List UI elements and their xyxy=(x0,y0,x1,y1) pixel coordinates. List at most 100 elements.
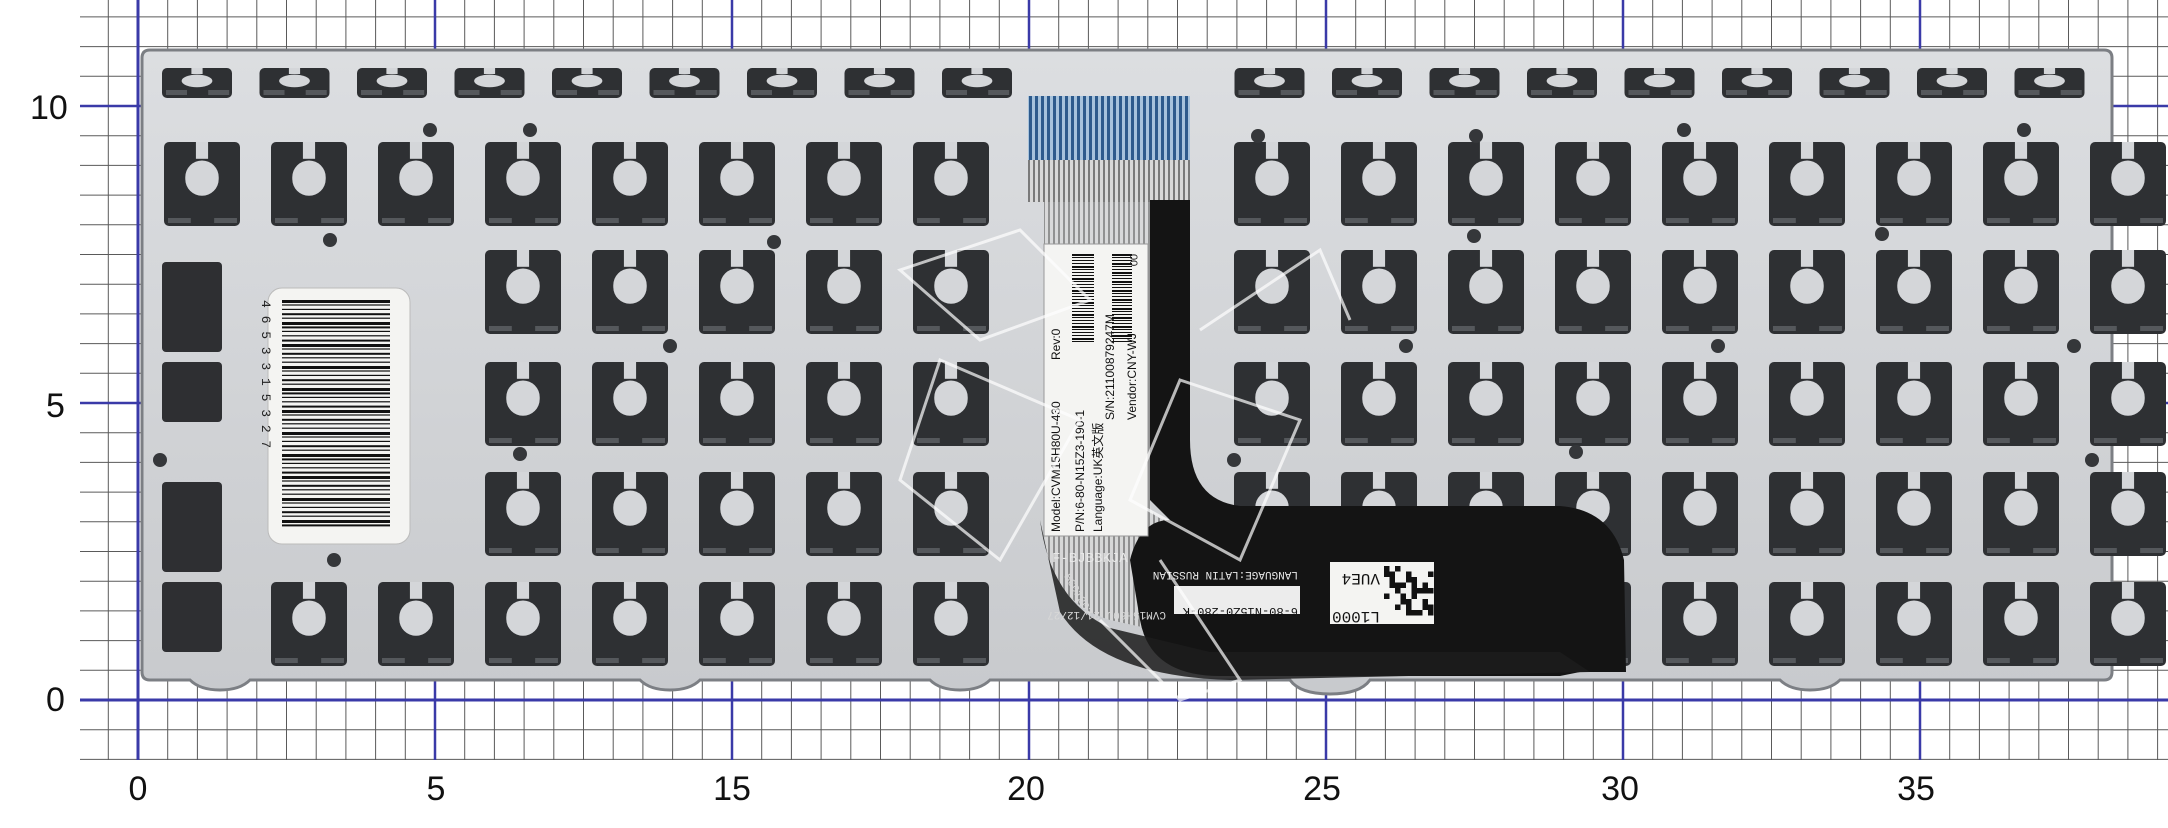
screw-hole xyxy=(1569,445,1583,459)
key-cutout xyxy=(1983,472,2059,556)
key-cutout xyxy=(913,582,989,666)
key-cutout xyxy=(1341,142,1417,226)
vendor-code: VUE4 xyxy=(1342,569,1380,587)
key-cutout xyxy=(1983,362,2059,446)
key-cutout xyxy=(2090,142,2166,226)
left-edge-cutouts xyxy=(162,262,222,652)
key-cutout xyxy=(806,250,882,334)
ribbon-lower-sticker: 6-80-N15Z0-280-K VUE4 L1000 xyxy=(1174,562,1434,625)
label-text-line: Language:UK英文版 xyxy=(1090,423,1105,532)
key-cutout xyxy=(485,582,561,666)
key-cutout xyxy=(806,472,882,556)
x-tick-label: 35 xyxy=(1897,770,1935,808)
key-cutout xyxy=(1555,142,1631,226)
key-cutout xyxy=(1234,142,1310,226)
key-cutout xyxy=(592,472,668,556)
screw-hole xyxy=(523,123,537,137)
key-cutout xyxy=(164,142,240,226)
key-cutout xyxy=(1769,142,1845,226)
key-cutout xyxy=(2090,472,2166,556)
screw-hole xyxy=(1469,129,1483,143)
barcode xyxy=(282,300,390,527)
key-cutout xyxy=(1722,68,1792,98)
key-cutout xyxy=(1332,68,1402,98)
y-tick-label: 0 xyxy=(46,681,65,719)
label-text-line: Vendor:CNY-WJ xyxy=(1125,333,1139,420)
key-cutout xyxy=(1234,362,1310,446)
key-cutout xyxy=(454,68,525,98)
key-cutout xyxy=(1917,68,1987,98)
key-cutout xyxy=(699,362,775,446)
key-cutout xyxy=(1662,362,1738,446)
key-cutout xyxy=(1769,362,1845,446)
key-cutout xyxy=(1555,250,1631,334)
key-cutout xyxy=(259,68,330,98)
key-cutout xyxy=(1983,142,2059,226)
lot-code: L1000 xyxy=(1332,607,1380,625)
screw-hole xyxy=(153,453,167,467)
key-cutout xyxy=(1341,362,1417,446)
key-cutout xyxy=(1662,472,1738,556)
key-cutout xyxy=(1769,250,1845,334)
screw-hole xyxy=(2067,339,2081,353)
key-cutout xyxy=(1876,250,1952,334)
flex-ribbon-cable xyxy=(1028,96,1626,680)
cable-part-number: 6-80-N15Z0-280-K xyxy=(1182,604,1298,618)
key-cutout xyxy=(699,142,775,226)
watermark-logo xyxy=(897,228,1352,702)
key-cutout xyxy=(271,142,347,226)
screw-hole xyxy=(1875,227,1889,241)
ribbon-date-stamp: CVM15H80U 21/12/27 xyxy=(1047,608,1166,620)
key-cutout xyxy=(699,582,775,666)
ribbon-part-code: F-BJBBKJA xyxy=(1052,551,1128,567)
key-cutout xyxy=(1819,68,1890,98)
key-cutout xyxy=(1448,362,1524,446)
key-cutout xyxy=(1662,250,1738,334)
screw-hole xyxy=(1251,129,1265,143)
key-cutout xyxy=(913,142,989,226)
screw-hole xyxy=(323,233,337,247)
screw-hole xyxy=(663,339,677,353)
screw-hole xyxy=(1711,339,1725,353)
screw-hole xyxy=(513,447,527,461)
key-cutout xyxy=(1448,250,1524,334)
key-cutout xyxy=(378,582,454,666)
key-cutout xyxy=(747,68,817,98)
qr-code xyxy=(1384,566,1434,616)
key-cutout xyxy=(357,68,427,98)
key-cutout xyxy=(485,362,561,446)
key-cutout xyxy=(1983,582,2059,666)
ribbon-language: LANGUAGE:LATIN RUSSIAN xyxy=(1153,568,1298,580)
key-cutout xyxy=(1876,362,1952,446)
key-cutout xyxy=(1429,68,1500,98)
key-cutout xyxy=(806,582,882,666)
key-cutout xyxy=(485,472,561,556)
key-cutout xyxy=(1662,582,1738,666)
key-cutout xyxy=(942,68,1012,98)
key-cutout xyxy=(1876,472,1952,556)
x-tick-label: 20 xyxy=(1007,770,1045,808)
key-cutout xyxy=(592,142,668,226)
key-cutout xyxy=(162,68,232,98)
key-cutout xyxy=(1769,472,1845,556)
barcode-sticker: 4 6 5 3 3 1 5 3 2 7 xyxy=(258,287,411,545)
screw-hole xyxy=(2017,123,2031,137)
key-cutout xyxy=(2090,250,2166,334)
y-tick-label: 10 xyxy=(30,89,68,127)
key-cutout xyxy=(485,142,561,226)
barcode-digits: 4 6 5 3 3 1 5 3 2 7 xyxy=(258,300,273,448)
key-cutout xyxy=(1876,142,1952,226)
x-tick-label: 0 xyxy=(128,770,148,808)
key-cutout xyxy=(2090,582,2166,666)
key-cutout xyxy=(806,362,882,446)
screw-hole xyxy=(767,235,781,249)
key-cutout xyxy=(271,582,347,666)
label-text-line: Model:CVM15H80U-430 xyxy=(1049,401,1063,532)
key-cutout xyxy=(844,68,915,98)
key-cutout xyxy=(699,250,775,334)
y-tick-label: 5 xyxy=(46,387,65,425)
screw-hole xyxy=(1677,123,1691,137)
key-cutout xyxy=(2014,68,2085,98)
